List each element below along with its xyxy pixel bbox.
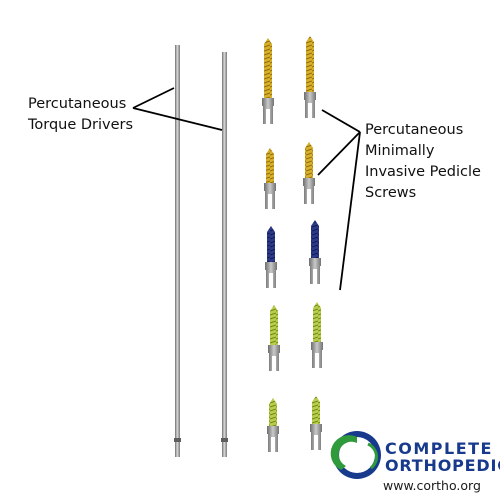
screw-tulip-head xyxy=(310,424,322,450)
brand-line-1: COMPLETE xyxy=(385,439,493,458)
screw-tulip-head xyxy=(262,98,274,124)
label-line: Minimally xyxy=(365,143,435,159)
screw-shank xyxy=(305,142,313,178)
screw-shank xyxy=(311,220,319,258)
screw-shank xyxy=(266,148,274,183)
pedicle-screw-icon xyxy=(267,398,279,452)
screw-tulip-head xyxy=(304,92,316,118)
screw-tulip-head xyxy=(265,262,277,288)
pedicle-screw-icon xyxy=(265,226,277,288)
screw-shank xyxy=(269,398,277,426)
torque-driver-icon xyxy=(221,52,228,457)
screw-tulip-head xyxy=(264,183,276,209)
pedicle-screw-icon xyxy=(310,396,322,450)
pedicle-screws-label: Percutaneous Minimally Invasive Pedicle … xyxy=(365,120,481,204)
pedicle-screw-icon xyxy=(262,38,274,124)
screw-shank xyxy=(313,302,321,342)
label-line: Percutaneous xyxy=(28,96,127,112)
screw-shank xyxy=(306,36,314,92)
label-line: Invasive Pedicle xyxy=(365,164,481,180)
label-line: Percutaneous xyxy=(365,122,464,138)
leader-lines xyxy=(132,87,361,291)
screw-tulip-head xyxy=(309,258,321,284)
brand-url: www.cortho.org xyxy=(383,478,481,493)
label-line: Screws xyxy=(365,185,417,201)
pedicle-screw-icon xyxy=(264,148,276,209)
pedicle-screw-icon xyxy=(303,142,315,204)
screw-tulip-head xyxy=(303,178,315,204)
pedicle-screw-icon xyxy=(304,36,316,118)
label-line: Torque Drivers xyxy=(28,117,134,133)
torque-driver-icon xyxy=(174,45,181,457)
screw-shank xyxy=(312,396,320,424)
brand-name: COMPLETE ORTHOPEDICS xyxy=(385,440,500,474)
brand-line-2: ORTHOPEDICS xyxy=(385,456,500,475)
screw-tulip-head xyxy=(311,342,323,368)
screw-tulip-head xyxy=(268,345,280,371)
torque-drivers-label: Percutaneous Torque Drivers xyxy=(28,94,133,136)
pedicle-screw-icon xyxy=(268,305,280,371)
screw-shank xyxy=(267,226,275,262)
complete-orthopedics-logo-icon xyxy=(330,431,381,479)
pedicle-screws xyxy=(262,36,323,452)
screw-shank xyxy=(270,305,278,345)
pedicle-screw-icon xyxy=(311,302,323,368)
screw-shank xyxy=(264,38,272,98)
screw-tulip-head xyxy=(267,426,279,452)
pedicle-screw-icon xyxy=(309,220,321,284)
